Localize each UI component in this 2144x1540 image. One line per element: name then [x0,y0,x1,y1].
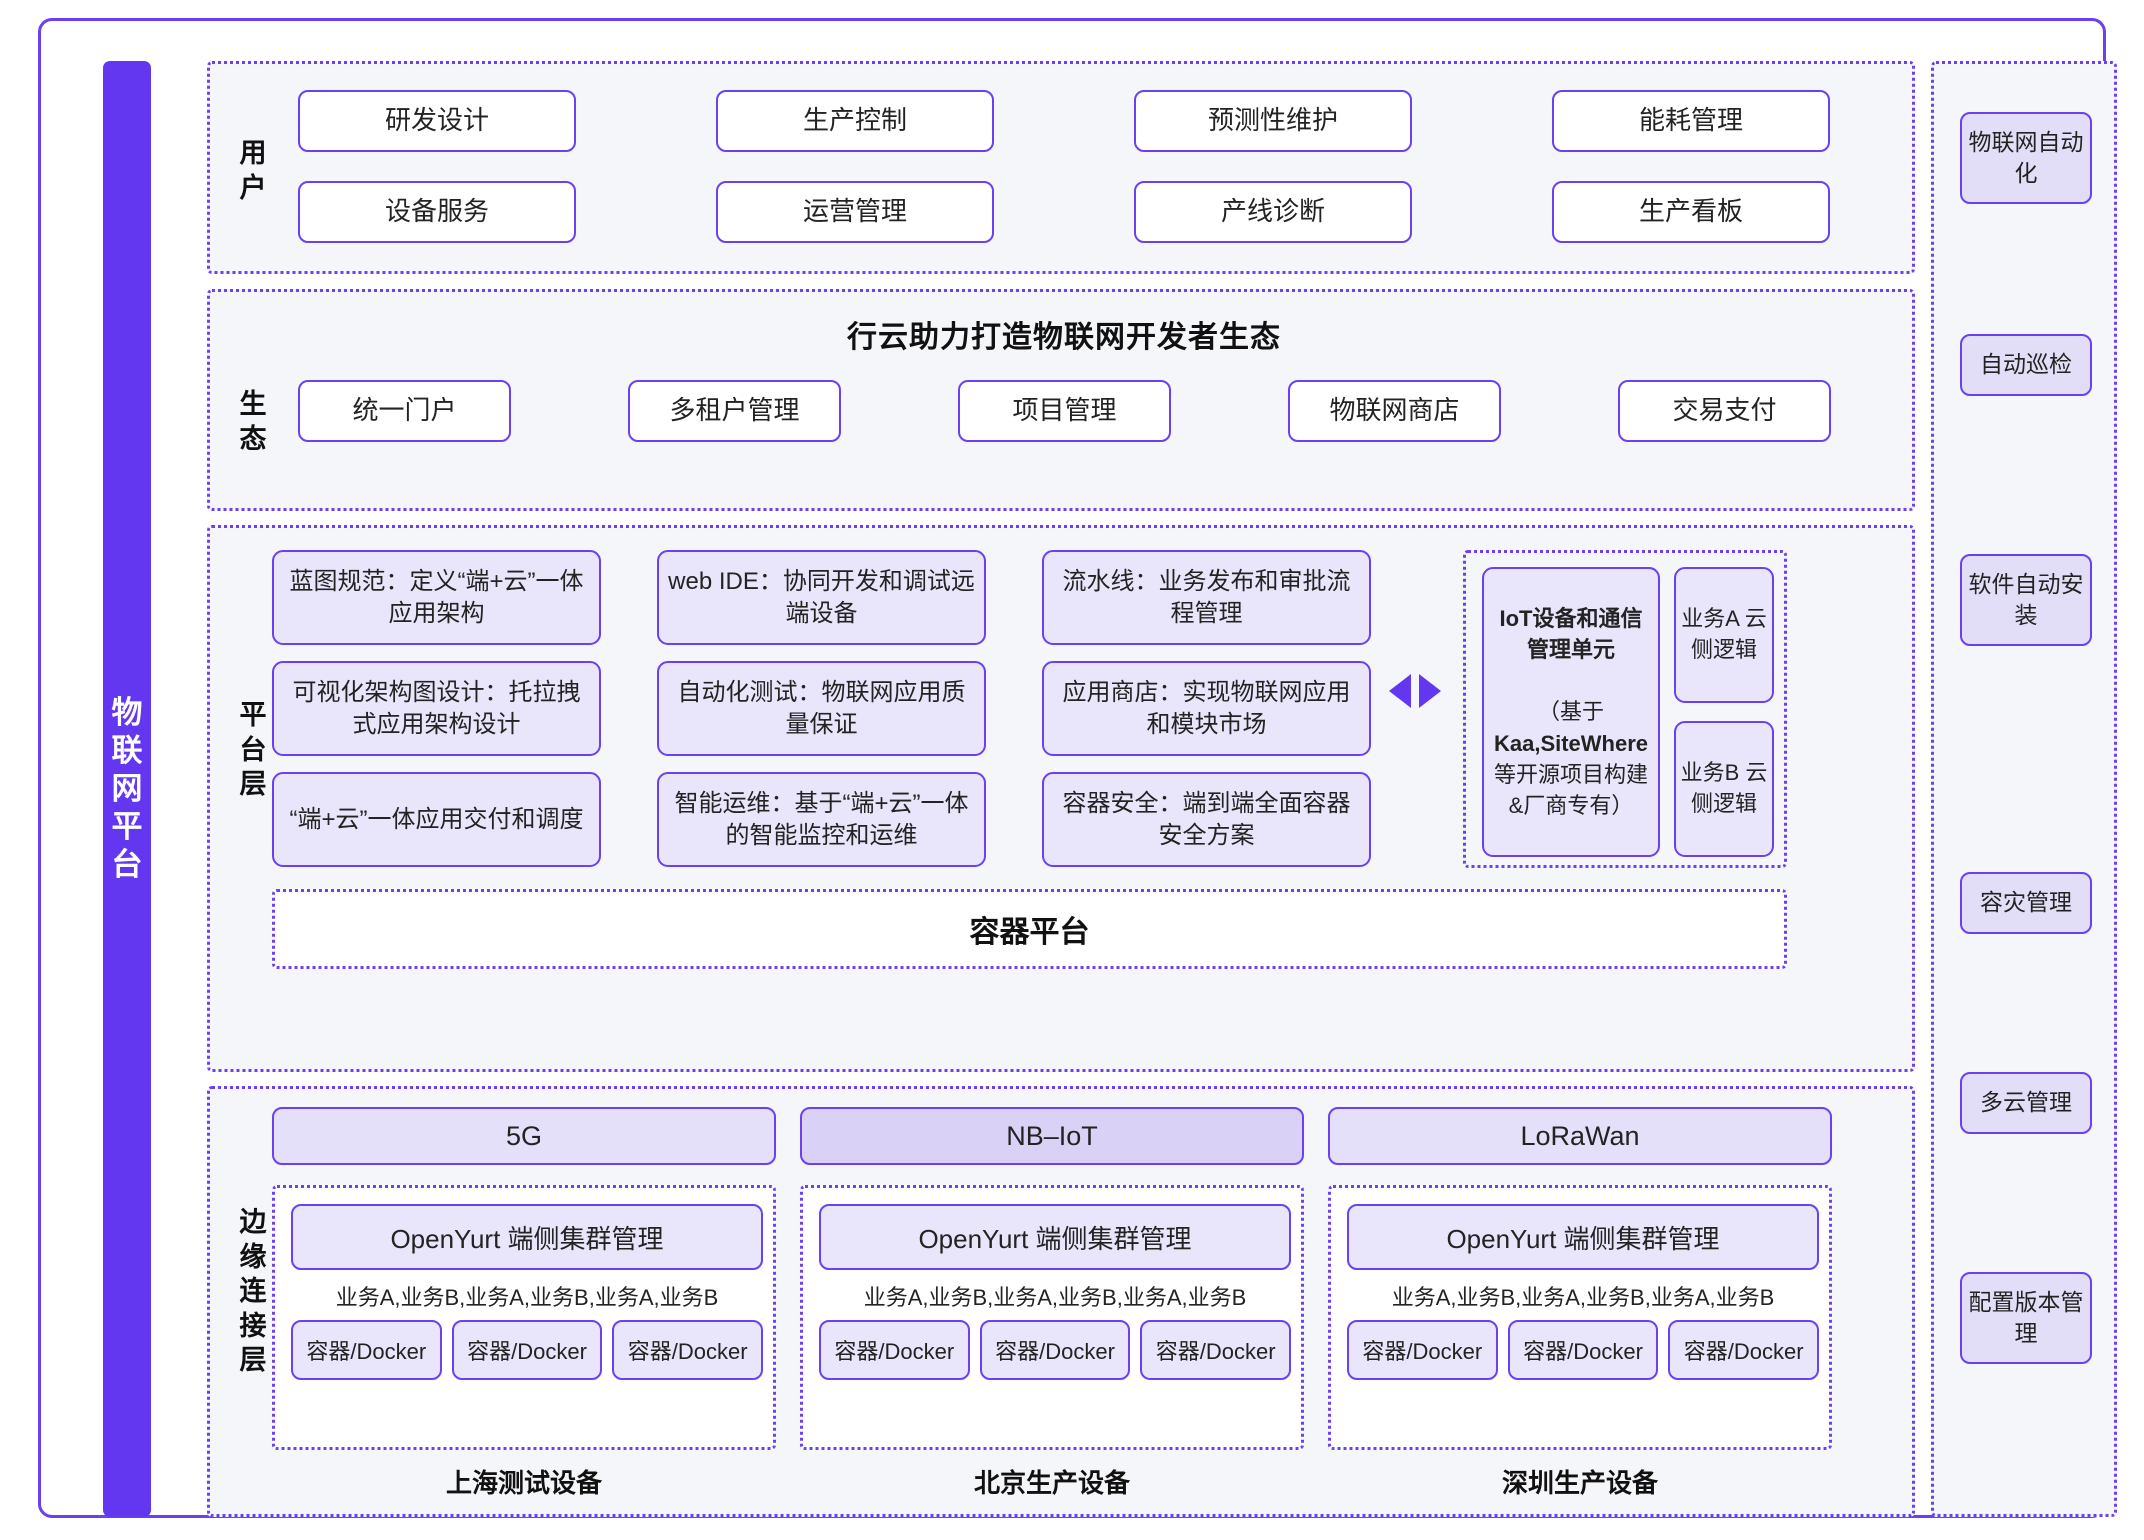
docker-box[interactable]: 容器/Docker [979,1320,1131,1380]
iot-unit-note-pre: （基于 [1537,699,1604,725]
layer-edge-label: 边缘连接层 [239,1207,267,1376]
docker-box[interactable]: 容器/Docker [1507,1320,1659,1380]
network-box-nbiot[interactable]: NB–IoT [800,1107,1304,1165]
layer-platform: 平台层 蓝图规范：定义“端+云”一体应用架构 web IDE：协同开发和调试远端… [207,525,1915,1072]
ecosystem-title: 行云助力打造物联网开发者生态 [847,321,1281,354]
platform-box-container-security[interactable]: 容器安全：端到端全面容器安全方案 [1042,772,1371,867]
platform-box-app-store[interactable]: 应用商店：实现物联网应用和模块市场 [1042,661,1371,756]
layer-ecosystem: 行云助力打造物联网开发者生态 生态 统一门户 多租户管理 项目管理 物联网商店 … [207,289,1915,511]
user-box-device-service[interactable]: 设备服务 [298,181,576,243]
openyurt-box-shenzhen[interactable]: OpenYurt 端侧集群管理 [1347,1204,1819,1270]
eco-box-iot-store[interactable]: 物联网商店 [1288,380,1501,442]
platform-box-visual-architecture[interactable]: 可视化架构图设计：托拉拽式应用架构设计 [272,661,601,756]
business-list-beijing: 业务A,业务B,业务A,业务B,业务A,业务B [863,1285,1247,1310]
layer-ecosystem-label: 生态 [239,389,267,454]
eco-box-transaction-payment[interactable]: 交易支付 [1618,380,1831,442]
user-box-operations-management[interactable]: 运营管理 [716,181,994,243]
sidebar-item-iot-automation[interactable]: 物联网自动化 [1960,112,2092,204]
network-box-lorawan[interactable]: LoRaWan [1328,1107,1832,1165]
platform-capability-grid: 蓝图规范：定义“端+云”一体应用架构 web IDE：协同开发和调试远端设备 流… [272,550,1372,868]
layer-platform-label: 平台层 [239,700,267,800]
device-label-shanghai: 上海测试设备 [445,1468,602,1498]
user-box-rd-design[interactable]: 研发设计 [298,90,576,152]
docker-row-beijing: 容器/Docker 容器/Docker 容器/Docker [819,1320,1292,1380]
edge-node-group-shenzhen: OpenYurt 端侧集群管理 业务A,业务B,业务A,业务B,业务A,业务B … [1328,1185,1832,1450]
business-list-shanghai: 业务A,业务B,业务A,业务B,业务A,业务B [335,1285,719,1310]
left-platform-bar-label: 物联网平台 [111,695,143,882]
docker-box[interactable]: 容器/Docker [451,1320,603,1380]
openyurt-box-beijing[interactable]: OpenYurt 端侧集群管理 [819,1204,1291,1270]
openyurt-box-shanghai[interactable]: OpenYurt 端侧集群管理 [291,1204,763,1270]
layer-user-label: 用户 [239,138,267,203]
iot-side-box-business-b[interactable]: 业务B 云侧逻辑 [1674,721,1774,857]
user-box-line-diagnosis[interactable]: 产线诊断 [1134,181,1412,243]
left-platform-bar: 物联网平台 [103,61,151,1517]
platform-box-blueprint-spec[interactable]: 蓝图规范：定义“端+云”一体应用架构 [272,550,601,645]
iot-management-group: IoT设备和通信管理单元 （基于 Kaa,SiteWhere 等开源项目构建&厂… [1463,550,1787,868]
docker-row-shenzhen: 容器/Docker 容器/Docker 容器/Docker [1347,1320,1820,1380]
sidebar-item-multicloud[interactable]: 多云管理 [1960,1072,2092,1134]
diagram-frame: 物联网平台 用户 研发设计 生产控制 预测性维护 能耗管理 设备服务 运营管理 … [38,18,2117,1518]
sidebar-item-auto-inspection[interactable]: 自动巡检 [1960,334,2092,396]
user-box-production-dashboard[interactable]: 生产看板 [1552,181,1830,243]
sidebar-item-disaster-recovery[interactable]: 容灾管理 [1960,872,2092,934]
triangle-right-icon [1419,674,1441,708]
platform-box-intelligent-ops[interactable]: 智能运维：基于“端+云”一体的智能监控和运维 [657,772,986,867]
platform-box-automated-testing[interactable]: 自动化测试：物联网应用质量保证 [657,661,986,756]
edge-node-group-beijing: OpenYurt 端侧集群管理 业务A,业务B,业务A,业务B,业务A,业务B … [800,1185,1304,1450]
platform-box-pipeline[interactable]: 流水线：业务发布和审批流程管理 [1042,550,1371,645]
eco-box-multi-tenant[interactable]: 多租户管理 [628,380,841,442]
business-list-shenzhen: 业务A,业务B,业务A,业务B,业务A,业务B [1391,1285,1775,1310]
network-box-5g[interactable]: 5G [272,1107,776,1165]
docker-box[interactable]: 容器/Docker [1668,1320,1820,1380]
main-layer-stack: 用户 研发设计 生产控制 预测性维护 能耗管理 设备服务 运营管理 产线诊断 生… [207,61,1915,1517]
sidebar-item-software-auto-install[interactable]: 软件自动安装 [1960,554,2092,646]
edge-column-beijing: NB–IoT OpenYurt 端侧集群管理 业务A,业务B,业务A,业务B,业… [800,1107,1304,1507]
user-box-predictive-maintenance[interactable]: 预测性维护 [1134,90,1412,152]
docker-box[interactable]: 容器/Docker [1347,1320,1498,1380]
iot-unit-note-post: 等开源项目构建&厂商专有） [1493,761,1648,819]
user-box-energy-management[interactable]: 能耗管理 [1552,90,1830,152]
iot-device-comm-unit[interactable]: IoT设备和通信管理单元 （基于 Kaa,SiteWhere 等开源项目构建&厂… [1482,567,1660,857]
device-label-shenzhen: 深圳生产设备 [1501,1468,1658,1498]
edge-column-shanghai: 5G OpenYurt 端侧集群管理 业务A,业务B,业务A,业务B,业务A,业… [272,1107,776,1507]
right-sidebar: 物联网自动化 自动巡检 软件自动安装 容灾管理 多云管理 配置版本管理 [1931,61,2117,1517]
sidebar-item-config-version[interactable]: 配置版本管理 [1960,1272,2092,1364]
iot-unit-title: IoT设备和通信管理单元 [1499,605,1643,662]
docker-box[interactable]: 容器/Docker [291,1320,442,1380]
device-label-beijing: 北京生产设备 [973,1468,1130,1498]
container-platform-bar[interactable]: 容器平台 [272,889,1787,969]
docker-box[interactable]: 容器/Docker [612,1320,764,1380]
bidirectional-arrows [1389,672,1453,710]
edge-node-group-shanghai: OpenYurt 端侧集群管理 业务A,业务B,业务A,业务B,业务A,业务B … [272,1185,776,1450]
layer-user: 用户 研发设计 生产控制 预测性维护 能耗管理 设备服务 运营管理 产线诊断 生… [207,61,1915,274]
triangle-left-icon [1389,674,1411,708]
eco-box-unified-portal[interactable]: 统一门户 [298,380,511,442]
iot-side-box-business-a[interactable]: 业务A 云侧逻辑 [1674,567,1774,703]
layer-edge-connection: 边缘连接层 5G OpenYurt 端侧集群管理 业务A,业务B,业务A,业务B… [207,1086,1915,1517]
eco-box-project-management[interactable]: 项目管理 [958,380,1171,442]
iot-unit-note-bold: Kaa,SiteWhere [1493,730,1649,756]
platform-box-web-ide[interactable]: web IDE：协同开发和调试远端设备 [657,550,986,645]
platform-box-integrated-delivery[interactable]: “端+云”一体应用交付和调度 [272,772,601,867]
edge-column-shenzhen: LoRaWan OpenYurt 端侧集群管理 业务A,业务B,业务A,业务B,… [1328,1107,1832,1507]
docker-box[interactable]: 容器/Docker [819,1320,970,1380]
docker-row-shanghai: 容器/Docker 容器/Docker 容器/Docker [291,1320,764,1380]
user-box-production-control[interactable]: 生产控制 [716,90,994,152]
docker-box[interactable]: 容器/Docker [1140,1320,1292,1380]
